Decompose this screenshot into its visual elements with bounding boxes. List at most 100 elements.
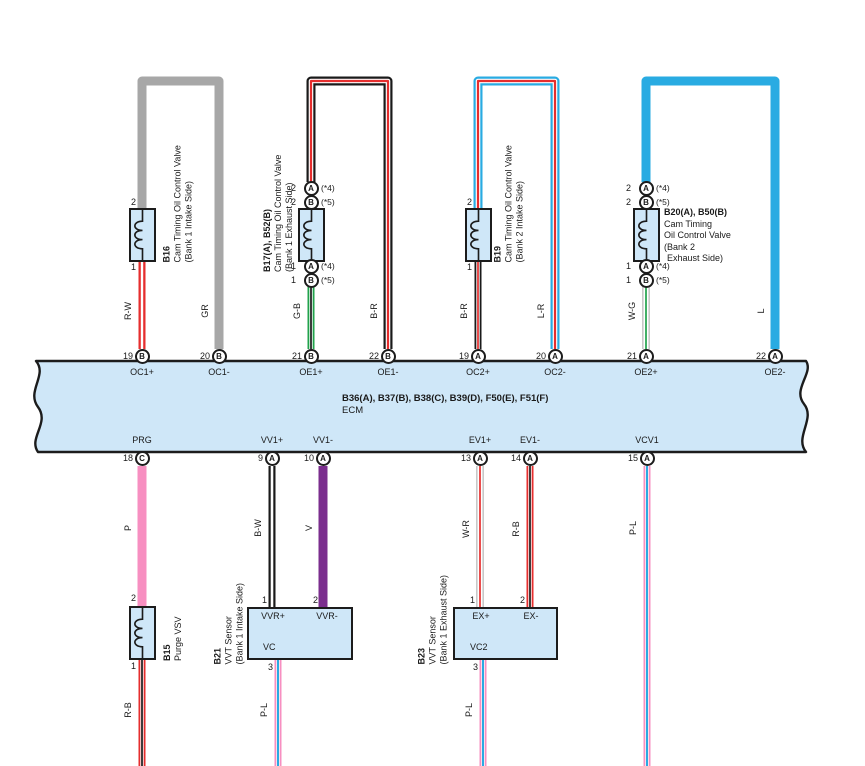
- b21-pin3: 3: [267, 662, 273, 672]
- b15-vsv-box: [129, 606, 156, 660]
- ecm-pin-num: 14: [510, 453, 521, 463]
- ecm-pin-num: 10: [303, 453, 314, 463]
- ecm-pin-num: 19: [458, 351, 469, 361]
- ecm-pin-num: 22: [368, 351, 379, 361]
- b17-pin-num: 1: [290, 261, 296, 271]
- wire-label-bw: B-W: [253, 519, 263, 537]
- b17-note: (*5): [321, 197, 335, 207]
- ecm-pin-connector: A: [522, 450, 538, 466]
- b23-terminal-vc2: VC2: [470, 642, 488, 652]
- ecm-pin-connector: B: [303, 348, 319, 364]
- b19-label: B19 Cam Timing Oil Control Valve (Bank 2…: [492, 144, 524, 262]
- ecm-name: ECM: [342, 405, 364, 416]
- b21-terminal-vvr-minus: VVR-: [316, 611, 338, 621]
- wire-gr-loop: [137, 76, 224, 349]
- ecm-pin-num: 20: [535, 351, 546, 361]
- ecm-pin-label: OC2+: [466, 367, 490, 377]
- b17-pin-num: 2: [290, 197, 296, 207]
- ecm-pin-num: 22: [755, 351, 766, 361]
- b16-pin1: 1: [130, 262, 136, 272]
- b23-terminal-ex-minus: EX-: [523, 611, 539, 621]
- b20-note: (*5): [656, 197, 670, 207]
- ecm-pin-label: VV1+: [260, 435, 284, 445]
- ecm-pin-connector: B: [134, 348, 150, 364]
- ecm-pin-connector: A: [315, 450, 331, 466]
- ecm-pin-num: 9: [257, 453, 263, 463]
- b20-pin-num: 2: [625, 197, 631, 207]
- ecm-pin-num: 20: [199, 351, 210, 361]
- ecm-pin-label: EV1+: [468, 435, 492, 445]
- wire-label-rb-low: R-B: [123, 702, 133, 718]
- coil-icon: [134, 608, 144, 658]
- wire-label-gb: G-B: [292, 303, 302, 320]
- ecm-pin-label: OC2-: [544, 367, 566, 377]
- b17-pin-num: 1: [290, 275, 296, 285]
- ecm-pin-label: PRG: [132, 435, 152, 445]
- b20-conn-b-top: B: [638, 195, 654, 210]
- coil-icon: [638, 210, 648, 260]
- ecm-pin-label: OC1+: [130, 367, 154, 377]
- wire-label-l: L: [756, 308, 766, 314]
- b17-conn-b-bottom: B: [303, 273, 319, 288]
- b17-note: (*4): [321, 261, 335, 271]
- b16-label: B16 Cam Timing Oil Control Valve (Bank 1…: [161, 144, 193, 262]
- wire-label-rw: R-W: [123, 302, 133, 320]
- b15-pin2: 2: [130, 593, 136, 603]
- wire-label-wr: W-R: [461, 520, 471, 538]
- wire-lr-loop: [473, 76, 560, 349]
- b20-pin-num: 1: [625, 261, 631, 271]
- wire-label-br2: B-R: [459, 303, 469, 319]
- ecm-pin-num: 18: [122, 453, 133, 463]
- b23-pin2: 2: [519, 595, 525, 605]
- ecm-pin-label: VCV1: [635, 435, 659, 445]
- b17-conn-a-top: A: [303, 181, 319, 196]
- b20-pin-num: 1: [625, 275, 631, 285]
- ecm-pin-connector: C: [134, 450, 150, 466]
- wire-label-br: B-R: [369, 303, 379, 319]
- b23-terminal-ex-plus: EX+: [472, 611, 490, 621]
- b21-sensor-box: [247, 607, 353, 660]
- ecm-pin-label: OE1+: [299, 367, 323, 377]
- b17-note: (*4): [321, 183, 335, 193]
- ecm-pin-connector: B: [211, 348, 227, 364]
- b17-conn-b-top: B: [303, 195, 319, 210]
- b17-note: (*5): [321, 275, 335, 285]
- b20-note: (*4): [656, 261, 670, 271]
- ecm-pin-label: EV1-: [519, 435, 540, 445]
- b19-pin2: 2: [466, 197, 472, 207]
- ecm-id-label: B36(A), B37(B), B38(C), B39(D), F50(E), …: [342, 393, 549, 404]
- wire-label-rb: R-B: [511, 521, 521, 537]
- wire-br-loop: [306, 76, 393, 349]
- b17-pin-num: 2: [290, 183, 296, 193]
- b20-valve-box: [633, 208, 660, 262]
- b20-note: (*4): [656, 183, 670, 193]
- wire-label-p: P: [123, 525, 133, 532]
- b20-conn-a-bottom: A: [638, 259, 654, 274]
- b21-pin2: 2: [312, 595, 318, 605]
- wire-label-pl-low1: P-L: [259, 703, 269, 718]
- b20-conn-a-top: A: [638, 181, 654, 196]
- b17-conn-a-bottom: A: [303, 259, 319, 274]
- ecm-pin-connector: A: [767, 348, 783, 364]
- b19-pin1: 1: [466, 262, 472, 272]
- b23-label: B23 VVT Sensor (Bank 1 Exhaust Side): [416, 574, 448, 664]
- b21-label: B21 VVT Sensor (Bank 1 Intake Side): [212, 582, 244, 664]
- coil-icon: [470, 210, 480, 260]
- wire-label-pl: P-L: [628, 521, 638, 536]
- coil-icon: [303, 210, 313, 260]
- b16-valve-box: [129, 208, 156, 262]
- b16-pin2: 2: [130, 197, 136, 207]
- b15-label: B15 Purge VSV: [162, 616, 183, 661]
- ecm-pin-num: 21: [626, 351, 637, 361]
- b23-pin3: 3: [472, 662, 478, 672]
- wire-label-gr: GR: [200, 304, 210, 318]
- ecm-pin-label: OC1-: [208, 367, 230, 377]
- ecm-pin-label: OE2+: [634, 367, 658, 377]
- wire-label-v: V: [304, 525, 314, 532]
- ecm-pin-connector: A: [639, 450, 655, 466]
- b20-pin-num: 2: [625, 183, 631, 193]
- b20-label: B20(A), B50(B) Cam Timing Oil Control Va…: [664, 207, 731, 263]
- b23-sensor-box: [453, 607, 558, 660]
